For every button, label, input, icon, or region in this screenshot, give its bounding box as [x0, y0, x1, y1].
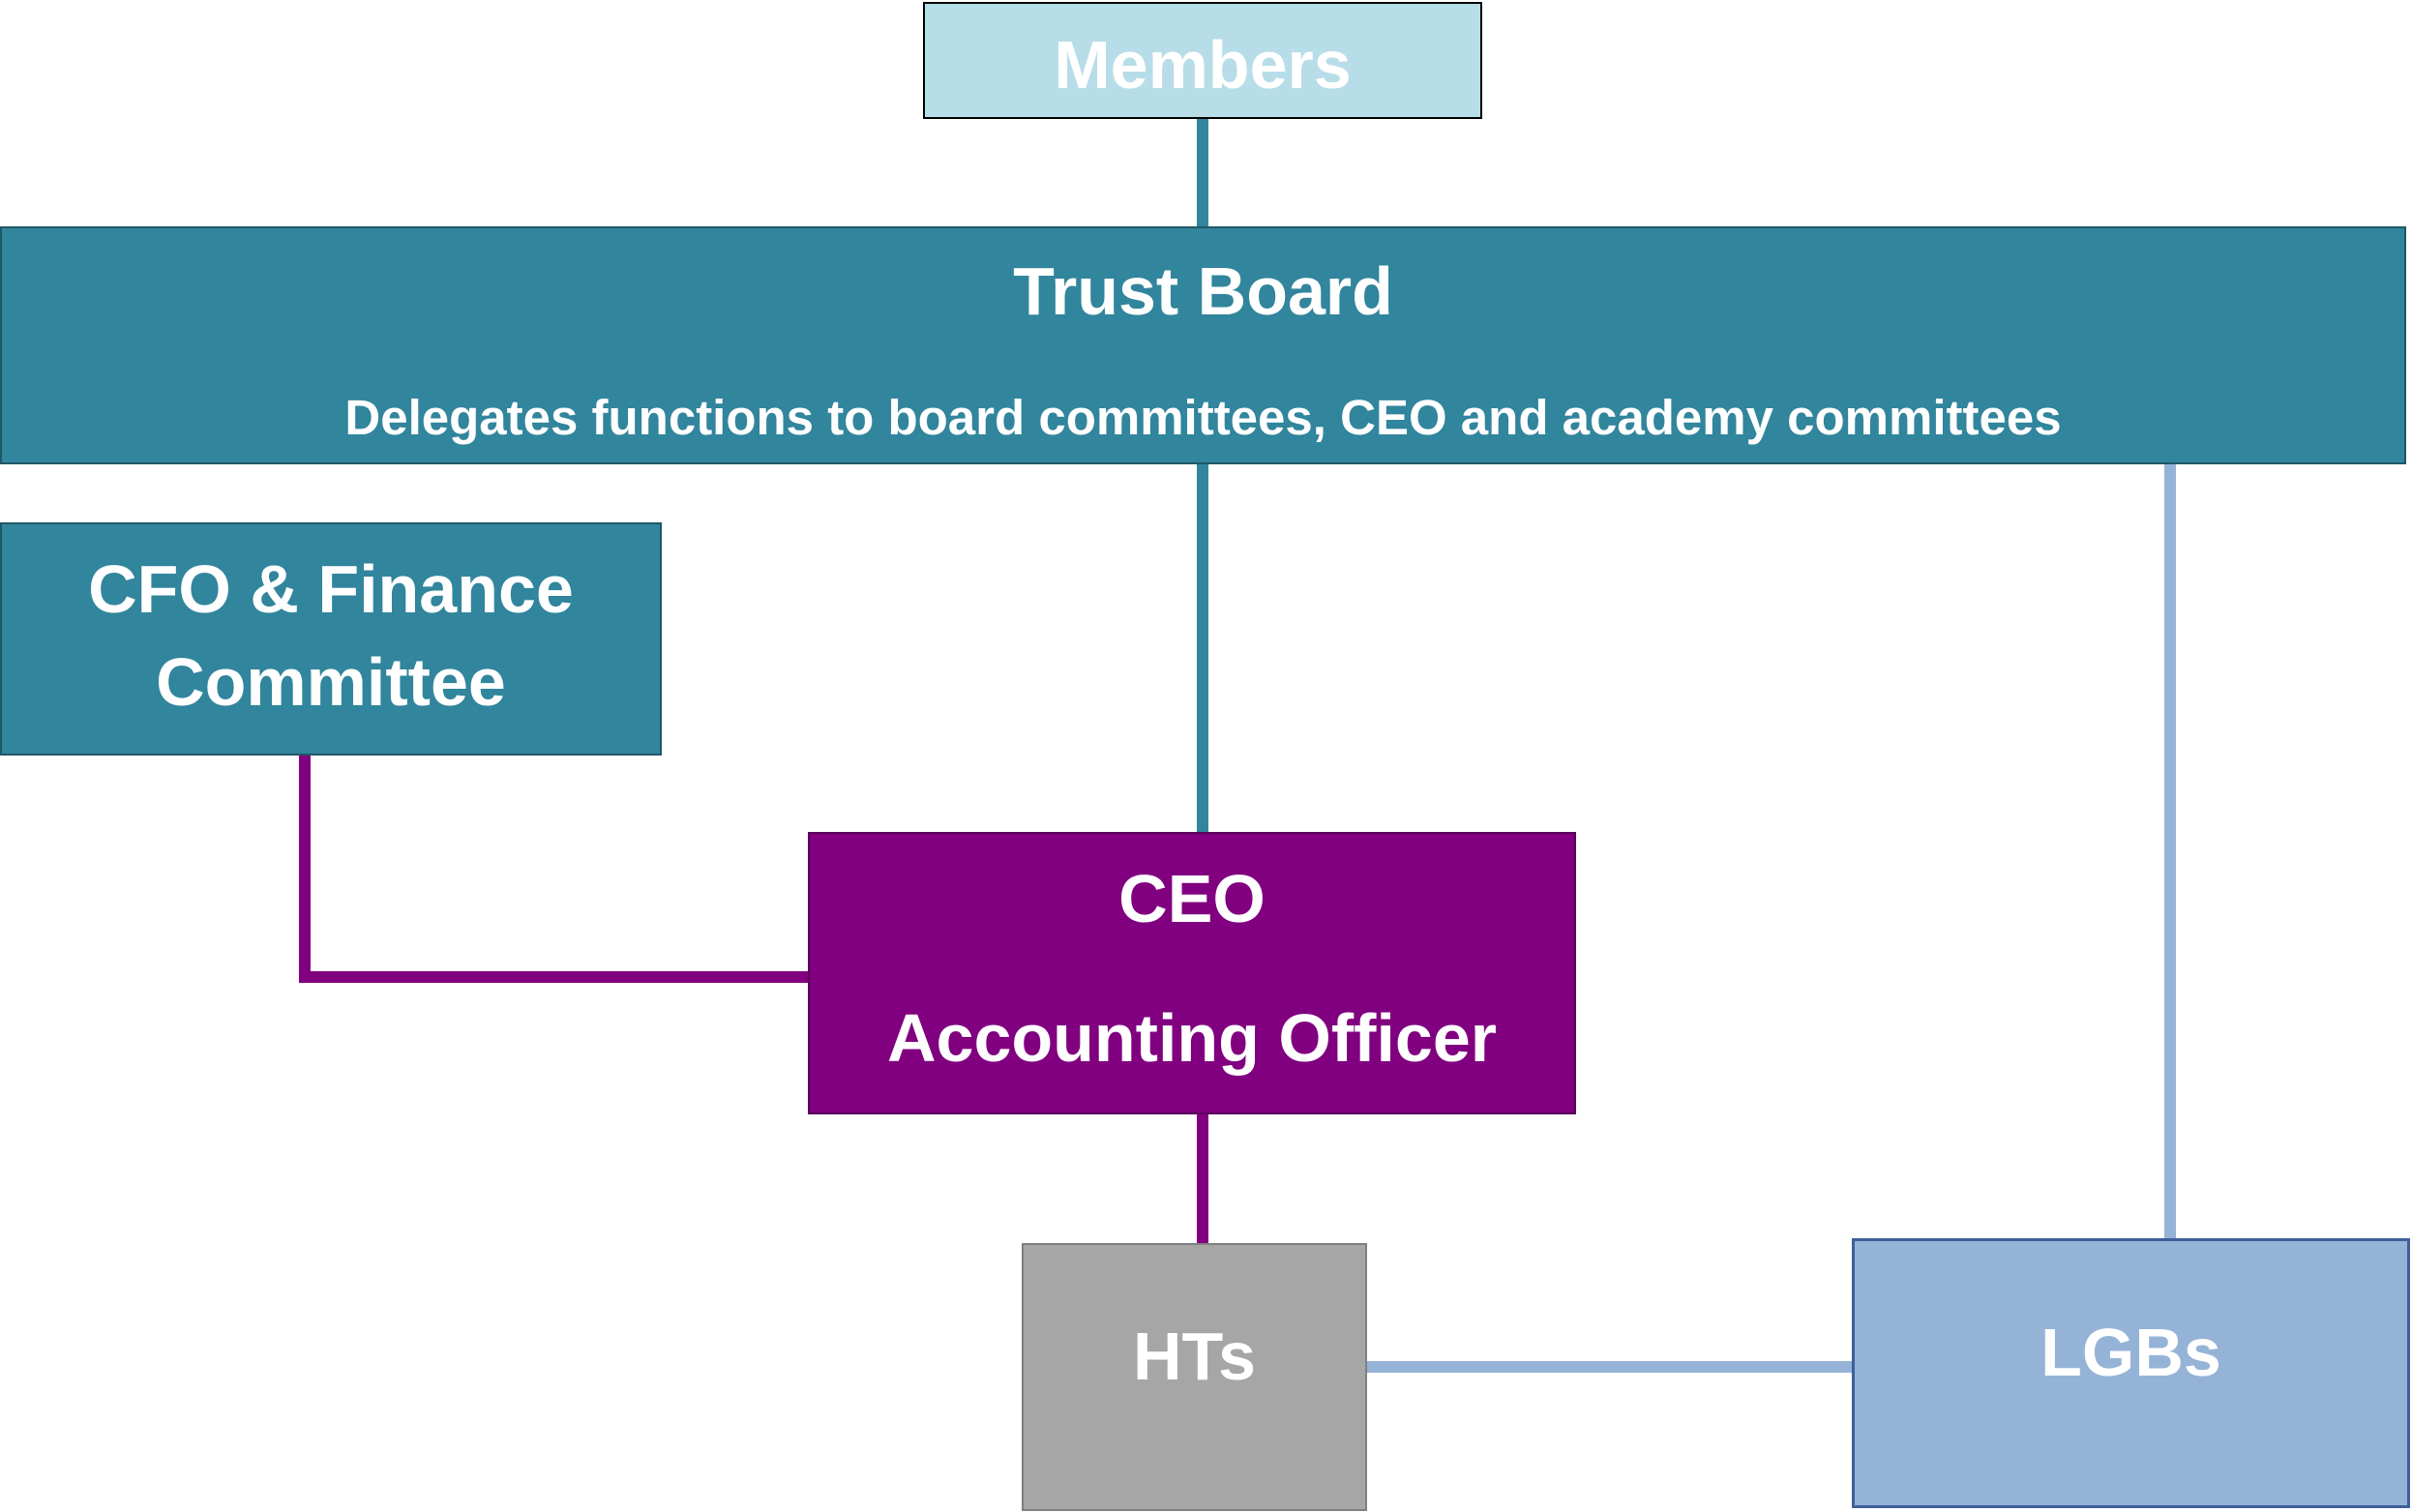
members-label: Members — [1054, 27, 1352, 103]
cfo-finance-committee-box: CFO & Finance Committee — [0, 522, 662, 756]
connector-members-trustboard — [1197, 118, 1208, 228]
trust-board-title: Trust Board — [1013, 253, 1393, 329]
connector-cfo-ceo-horizontal — [299, 971, 810, 983]
members-box: Members — [923, 2, 1482, 119]
accounting-officer-label: Accounting Officer — [886, 1000, 1498, 1076]
ceo-box: CEO Accounting Officer — [808, 832, 1576, 1114]
lgbs-box: LGBs — [1852, 1238, 2410, 1508]
ceo-label: CEO — [1118, 861, 1266, 936]
trust-board-box: Trust Board Delegates functions to board… — [0, 226, 2406, 464]
cfo-label-line1: CFO & Finance — [88, 551, 574, 627]
connector-ceo-hts — [1197, 1112, 1208, 1245]
hts-box: HTs — [1022, 1243, 1367, 1511]
connector-hts-lgbs — [1364, 1361, 1854, 1373]
connector-trustboard-lgbs — [2164, 462, 2176, 1240]
connector-cfo-ceo-vertical — [299, 755, 311, 983]
hts-label: HTs — [1132, 1319, 1257, 1394]
connector-trustboard-ceo — [1197, 462, 1208, 834]
lgbs-label: LGBs — [2040, 1315, 2221, 1390]
cfo-label-line2: Committee — [156, 644, 506, 720]
trust-board-subtitle: Delegates functions to board committees,… — [344, 390, 2062, 445]
